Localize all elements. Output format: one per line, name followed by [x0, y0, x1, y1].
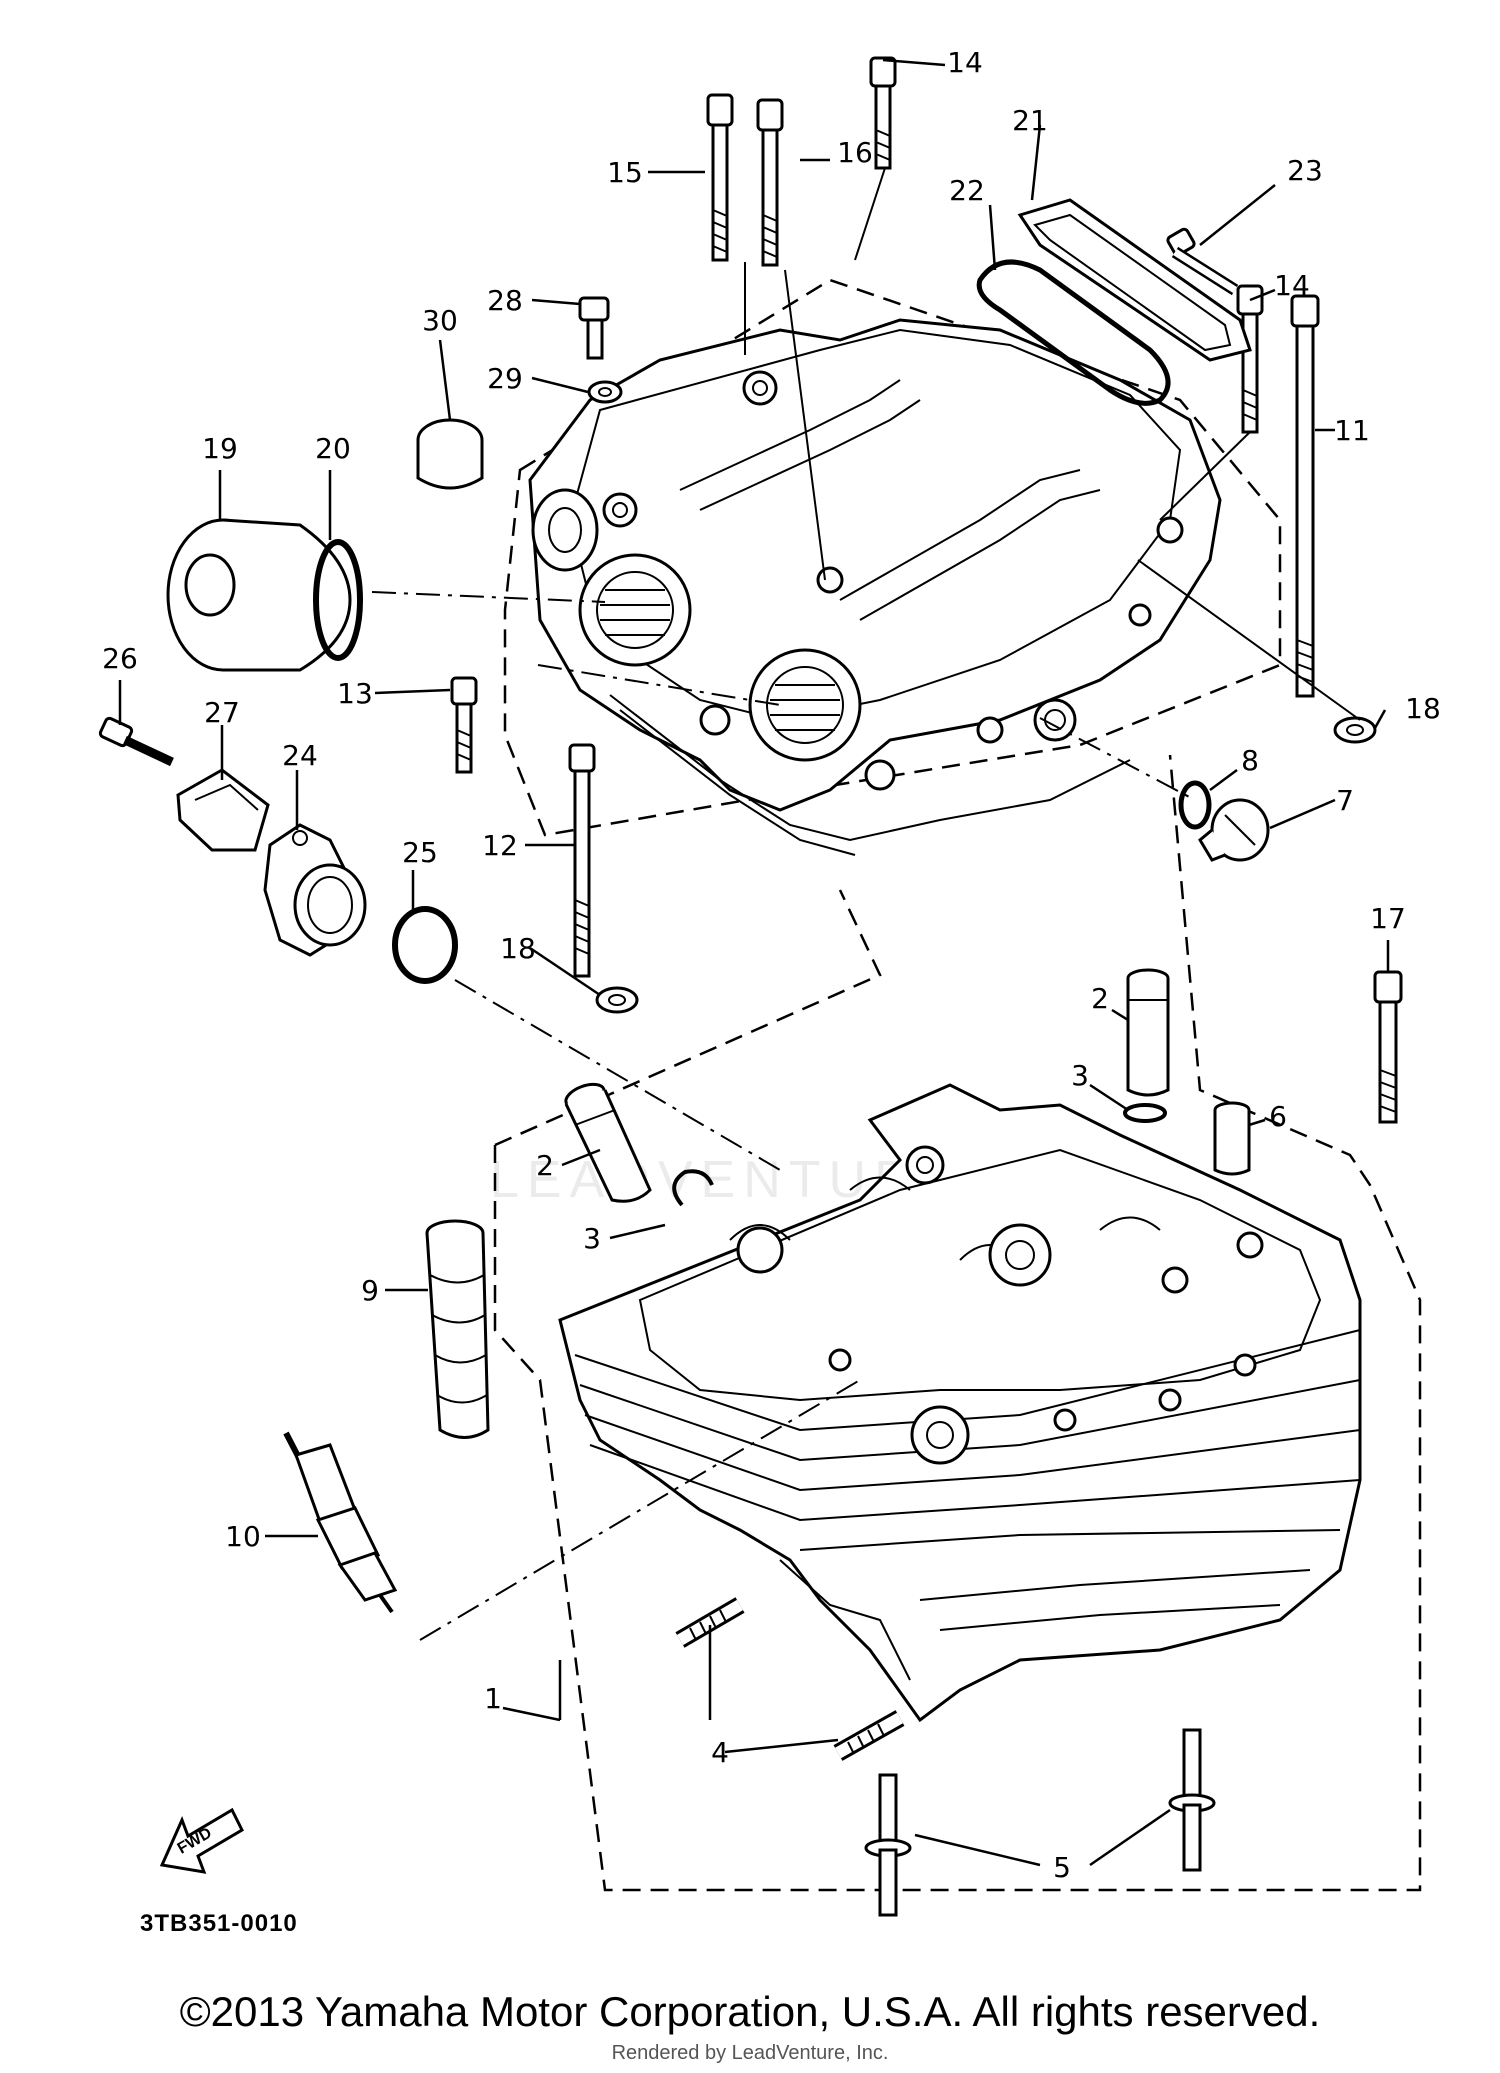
head-cover-assembly — [503, 278, 1282, 856]
callout-21: 21 — [1012, 104, 1048, 137]
stud-5-right — [1168, 1728, 1216, 1872]
callout-27: 27 — [204, 696, 240, 729]
callout-labels: 1 2 2 3 3 4 5 6 7 8 9 10 11 12 13 14 14 … — [102, 46, 1441, 1884]
diagram-code: 3TB351-0010 — [140, 1910, 298, 1937]
callout-18a: 18 — [500, 932, 536, 965]
callout-6: 6 — [1269, 1100, 1287, 1133]
callout-24: 24 — [282, 739, 318, 772]
bolt-14-top — [869, 56, 897, 170]
callout-7: 7 — [1336, 784, 1354, 817]
bolt-13 — [450, 676, 478, 774]
o-ring-20 — [313, 539, 363, 661]
callout-3b: 3 — [583, 1222, 601, 1255]
callout-11: 11 — [1334, 414, 1370, 447]
callout-23: 23 — [1287, 154, 1323, 187]
callout-25: 25 — [402, 836, 438, 869]
callout-9: 9 — [361, 1274, 379, 1307]
leader-lines — [118, 58, 1390, 1867]
copyright-notice: ©2013 Yamaha Motor Corporation, U.S.A. A… — [179, 1988, 1321, 2035]
gasket-22 — [976, 259, 1171, 406]
clamp-27 — [176, 768, 270, 852]
washer-29 — [587, 380, 623, 404]
callout-3a: 3 — [1071, 1059, 1089, 1092]
callout-29: 29 — [487, 362, 523, 395]
stud-4-right — [833, 1710, 905, 1761]
valve-guide-2-upper — [1126, 968, 1170, 1097]
o-ring-25 — [392, 906, 458, 984]
callout-26: 26 — [102, 642, 138, 675]
tappet-cover-21 — [1017, 198, 1252, 362]
callout-2b: 2 — [536, 1149, 554, 1182]
callout-30: 30 — [422, 304, 458, 337]
callout-14a: 14 — [947, 46, 983, 79]
bolt-16 — [756, 98, 784, 267]
o-ring-8 — [1178, 780, 1212, 830]
dowel-6 — [1213, 1101, 1251, 1176]
callout-16: 16 — [837, 136, 873, 169]
callout-28: 28 — [487, 284, 523, 317]
fwd-arrow: FWD — [159, 1807, 244, 1874]
bolt-14-right — [1236, 284, 1264, 434]
cylinder-head-assembly — [493, 754, 1422, 1892]
joint-24 — [263, 823, 367, 957]
stud-4-left — [675, 1597, 745, 1648]
part-9 — [425, 1219, 490, 1439]
washer-18-left — [595, 986, 639, 1014]
spark-plug-10 — [283, 1431, 398, 1614]
bolt-15 — [706, 93, 734, 262]
bolt-11 — [1290, 294, 1320, 698]
plug-30 — [416, 418, 484, 490]
callout-17: 17 — [1370, 902, 1406, 935]
callout-15: 15 — [607, 156, 643, 189]
callout-10: 10 — [225, 1520, 261, 1553]
callout-14b: 14 — [1274, 269, 1310, 302]
stud-12 — [568, 743, 596, 978]
bolt-23 — [1166, 227, 1239, 296]
callout-22: 22 — [949, 174, 985, 207]
callout-20: 20 — [315, 432, 351, 465]
callout-13: 13 — [337, 677, 373, 710]
washer-18-right — [1333, 716, 1377, 744]
valve-guide-2-lower — [564, 1082, 652, 1203]
callout-12: 12 — [482, 829, 518, 862]
plug-28 — [578, 296, 610, 360]
rendered-by-credit: Rendered by LeadVenture, Inc. — [611, 2042, 889, 2064]
callout-1: 1 — [484, 1682, 502, 1715]
callout-19: 19 — [202, 432, 238, 465]
bolt-17 — [1373, 970, 1403, 1124]
stud-5-left — [864, 1773, 912, 1917]
callout-18b: 18 — [1405, 692, 1441, 725]
callout-2a: 2 — [1091, 982, 1109, 1015]
callout-4: 4 — [711, 1736, 729, 1769]
screw-26 — [98, 716, 174, 767]
plug-7 — [1198, 798, 1270, 862]
circlip-3-upper — [1123, 1103, 1167, 1123]
circlip-3-lower — [672, 1169, 714, 1207]
callout-8: 8 — [1241, 744, 1259, 777]
callout-5: 5 — [1053, 1851, 1071, 1884]
